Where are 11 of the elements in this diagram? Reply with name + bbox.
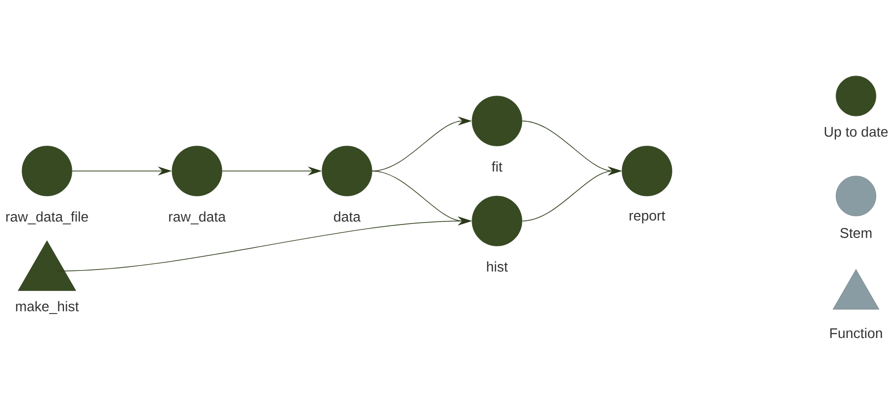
node-label: raw_data_file <box>6 211 88 224</box>
legend-label: Function <box>830 328 882 338</box>
node-label: data <box>334 211 361 222</box>
node-label: raw_data <box>169 211 226 224</box>
node-label: make_hist <box>16 301 79 314</box>
node-label: hist <box>487 261 508 272</box>
legend-label: Stem <box>840 228 872 238</box>
node-label: fit <box>492 161 502 172</box>
node-label: report <box>630 211 666 224</box>
legend-label: Up to date <box>824 126 888 140</box>
function-triangle: make_hist <box>16 240 79 314</box>
